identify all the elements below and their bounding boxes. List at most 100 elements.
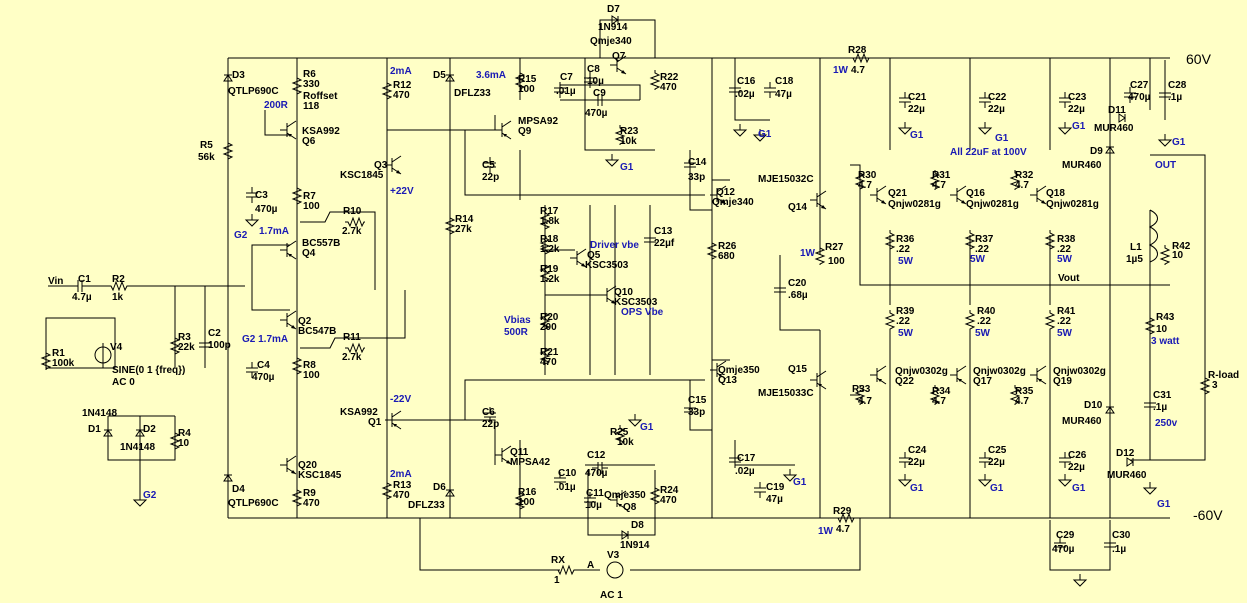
v4-ac: AC 0 (112, 377, 135, 388)
r4-val: 10 (178, 438, 190, 449)
r33-val: 4.7 (858, 396, 872, 407)
q5-ref: Q5 (587, 250, 601, 261)
q9-part: MPSA92 (518, 116, 558, 127)
r37-ref: R37 (975, 234, 994, 245)
label-1w-r27: 1W (800, 248, 816, 259)
q12-part: Qmje340 (712, 197, 754, 208)
q1-part: KSA992 (340, 407, 378, 418)
label-1-7ma-b: G2 1.7mA (242, 334, 288, 345)
q16-part: Qnjw0281g (966, 199, 1019, 210)
r15-ref: R15 (518, 74, 537, 85)
label-5w-r39: 5W (898, 328, 914, 339)
d12-ref: D12 (1116, 448, 1135, 459)
r1-val: 100k (52, 358, 75, 369)
r8-val: 100 (303, 370, 320, 381)
c19-val: 47µ (766, 494, 783, 505)
r19-val: 1.2k (540, 274, 560, 285)
d3-ref: D3 (232, 70, 245, 81)
q19-part: Qnjw0302g (1053, 366, 1106, 377)
d6-part: DFLZ33 (408, 500, 445, 511)
q19-ref: Q19 (1053, 376, 1072, 387)
label-g1-r25: G1 (640, 422, 654, 433)
r6-val: 330 (303, 79, 320, 90)
label-g1-c23: G1 (1072, 121, 1086, 132)
label-ops-vbe: OPS Vbe (621, 307, 664, 318)
r23-ref: R23 (620, 126, 639, 137)
d10-ref: D10 (1084, 400, 1103, 411)
d7-ref: D7 (607, 4, 620, 15)
q21-part: Qnjw0281g (888, 199, 941, 210)
c8-val: 10µ (587, 76, 604, 87)
q13-ref: Q13 (718, 375, 737, 386)
label-22v-neg: -22V (390, 394, 411, 405)
label-5w-r36: 5W (898, 256, 914, 267)
c20-val: .68µ (788, 290, 808, 301)
r31-ref: R31 (932, 170, 951, 181)
d9-ref: D9 (1090, 146, 1103, 157)
r7-ref: R7 (303, 191, 316, 202)
d9-part: MUR460 (1062, 160, 1102, 171)
r39-val: .22 (896, 316, 910, 327)
r9-val: 470 (303, 498, 320, 509)
r5-val: 56k (198, 152, 215, 163)
c23-val: 22µ (1068, 104, 1085, 115)
q14-ref: Q14 (788, 202, 807, 213)
q3-ref: Q3 (374, 160, 388, 171)
d2-ref: D2 (143, 424, 156, 435)
c16-val: .02µ (735, 89, 755, 100)
r43-val: 10 (1156, 324, 1168, 335)
c13-val: 22µf (654, 238, 675, 249)
c9-ref: C9 (593, 88, 606, 99)
c30-val: .1µ (1112, 544, 1126, 555)
v4-source (94, 346, 112, 364)
label-22v-pos: +22V (390, 186, 414, 197)
q22-part: Qnjw0302g (895, 366, 948, 377)
r20-ref: R20 (540, 312, 559, 323)
c26-ref: C26 (1068, 450, 1087, 461)
label-g1-c19: G1 (793, 477, 807, 488)
r42-val: 10 (1172, 250, 1184, 261)
l1-val: 1µ5 (1126, 254, 1143, 265)
r40-val: .22 (977, 316, 991, 327)
q6-ref: Q6 (302, 136, 316, 147)
c5-ref: C5 (482, 160, 495, 171)
c23-ref: C23 (1068, 92, 1087, 103)
d8-part: 1N914 (620, 540, 650, 551)
c25-val: 22µ (988, 457, 1005, 468)
label-5w-r40: 5W (975, 328, 991, 339)
c21-val: 22µ (908, 104, 925, 115)
r16-val: 100 (518, 497, 535, 508)
label-vout: Vout (1058, 273, 1080, 284)
d7-part: 1N914 (598, 22, 628, 33)
d10-part: MUR460 (1062, 416, 1102, 427)
l1-inductor (1148, 209, 1158, 263)
label-g1-c18: G1 (758, 129, 772, 140)
q10-part: KSC3503 (614, 297, 658, 308)
q20-ref: Q20 (298, 460, 317, 471)
label-a: A (587, 560, 594, 571)
c12-val: 470µ (585, 468, 608, 479)
v4-ref: V4 (110, 342, 123, 353)
label-3-watt: 3 watt (1151, 336, 1180, 347)
label-200r: 200R (264, 100, 289, 111)
c12-ref: C12 (587, 450, 606, 461)
q4-ref: Q4 (302, 248, 316, 259)
r13-val: 470 (393, 490, 410, 501)
r4-ref: R4 (178, 428, 191, 439)
c10-ref: C10 (558, 468, 577, 479)
label-1w-r29: 1W (818, 526, 834, 537)
d12-part: MUR460 (1107, 470, 1147, 481)
label-2ma-top: 2mA (390, 66, 412, 77)
q7-part: Qmje340 (590, 36, 632, 47)
c11-ref: C11 (586, 488, 604, 499)
c8-ref: C8 (587, 64, 600, 75)
r1-ref: R1 (52, 348, 65, 359)
c17-val: .02µ (735, 466, 755, 477)
r24-val: 470 (660, 495, 677, 506)
label-g2-left: G2 (234, 230, 248, 241)
c31-val: .1µ (1153, 402, 1167, 413)
d11-ref: D11 (1108, 105, 1126, 116)
label-g1-c22: G1 (995, 133, 1009, 144)
c22-val: 22µ (988, 104, 1005, 115)
c29-ref: C29 (1056, 530, 1075, 541)
